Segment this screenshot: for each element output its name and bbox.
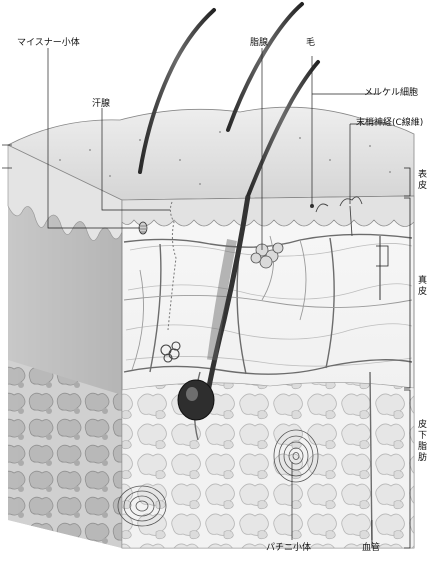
label-nerve-ending: 末梢神経(C線維) <box>356 119 423 128</box>
label-pacinian-corpuscle: パチニ小体 <box>266 544 311 553</box>
label-hair: 毛 <box>306 39 315 48</box>
layer-label-dermis: 真皮 <box>417 276 428 298</box>
label-meissner-corpuscle: マイスナー小体 <box>17 39 80 48</box>
label-sebaceous-gland: 脂腺 <box>250 39 268 48</box>
label-blood-vessel: 血管 <box>362 544 380 553</box>
layer-label-subcutaneous-fat: 皮下脂肪 <box>417 420 428 464</box>
label-merkel-cell: メルケル細胞 <box>364 89 418 98</box>
label-sweat-gland: 汗腺 <box>92 100 110 109</box>
layer-label-epidermis: 表皮 <box>417 170 428 192</box>
